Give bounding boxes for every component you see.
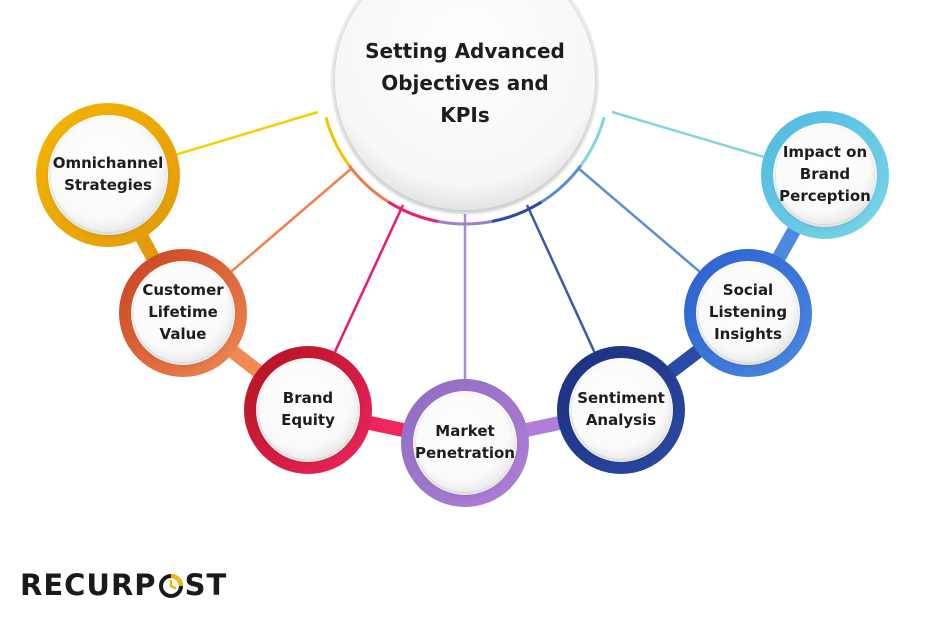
node-face-social-listening — [699, 264, 797, 362]
center-arc-segment — [579, 116, 606, 167]
center-arc — [324, 116, 606, 226]
node-social-line-3: Insights — [714, 324, 782, 343]
node-face-clv — [134, 264, 232, 362]
connector-line-brand-equity — [333, 204, 405, 353]
node-sentiment-line-1: Sentiment — [577, 389, 665, 408]
node-label-market-penetration: Market Penetration — [393, 393, 537, 493]
node-clv-line-3: Value — [159, 324, 207, 343]
node-brand-perception — [761, 111, 889, 239]
logo-text-start: RECURP — [20, 568, 157, 602]
connector-line-omnichannel — [176, 110, 319, 156]
connector-line-sentiment — [525, 204, 596, 353]
connector-line-brand-perception — [611, 110, 764, 159]
node-label-omnichannel: Omnichannel Strategies — [38, 125, 178, 225]
node-label-social-listening: Social Listening Insights — [678, 263, 818, 363]
node-social-line-2: Listening — [708, 303, 788, 322]
connector-line-clv — [230, 167, 353, 273]
node-omnichannel-line-1: Omnichannel — [52, 154, 164, 173]
center-arc-segment — [347, 164, 390, 204]
node-perception-line-2: Brand — [799, 165, 851, 184]
center-arc-segment — [437, 220, 493, 226]
node-label-customer-lifetime-value: Customer Lifetime Value — [113, 263, 253, 363]
node-sentiment — [557, 346, 685, 474]
node-label-sentiment-analysis: Sentiment Analysis — [551, 360, 691, 460]
node-brand-equity-line-2: Equity — [281, 411, 335, 429]
node-clv-line-1: Customer — [142, 281, 224, 300]
node-market-penetration — [401, 379, 529, 507]
node-social-listening — [684, 249, 812, 377]
center-arc-segment — [540, 164, 583, 204]
node-face-brand-perception — [776, 126, 874, 224]
logo-text-end: ST — [184, 568, 228, 602]
node-label-brand-equity: Brand Equity — [238, 360, 378, 460]
node-face-brand-equity — [259, 361, 357, 459]
node-clv — [119, 249, 247, 377]
center-title-line-3: KPIs — [440, 103, 490, 127]
node-social-line-1: Social — [722, 281, 774, 300]
connector-lines — [176, 110, 764, 379]
connector-line-social-listening — [577, 167, 701, 273]
center-arc-segment — [491, 200, 543, 223]
center-title: Setting Advanced Objectives and KPIs — [330, 18, 600, 148]
center-circle-face — [335, 0, 595, 210]
center-arc-segment — [324, 116, 351, 167]
node-label-brand-perception: Impact on Brand Perception — [755, 125, 895, 225]
nodes — [36, 103, 889, 507]
clock-logo-icon — [158, 572, 184, 598]
node-perception-line-1: Impact on — [782, 143, 868, 162]
node-face-market-penetration — [416, 394, 514, 492]
node-market-penetration-line-1: Market — [435, 422, 495, 441]
center-arc-segment — [387, 200, 439, 223]
node-brand-equity-line-1: Brand — [282, 389, 334, 408]
node-omnichannel — [36, 103, 180, 247]
node-clv-line-2: Lifetime — [148, 303, 218, 322]
center-circle — [331, 0, 599, 214]
node-brand-equity — [244, 346, 372, 474]
node-market-penetration-line-2: Penetration — [414, 444, 515, 462]
brand-logo: RECURP ST — [20, 568, 227, 602]
node-sentiment-line-2: Analysis — [585, 411, 657, 429]
node-face-sentiment — [572, 361, 670, 459]
center-title-line-2: Objectives and — [381, 71, 549, 95]
node-perception-line-3: Perception — [779, 186, 871, 205]
node-omnichannel-line-2: Strategies — [64, 176, 152, 194]
center-title-line-1: Setting Advanced — [365, 39, 565, 63]
node-face-omnichannel — [51, 118, 165, 232]
